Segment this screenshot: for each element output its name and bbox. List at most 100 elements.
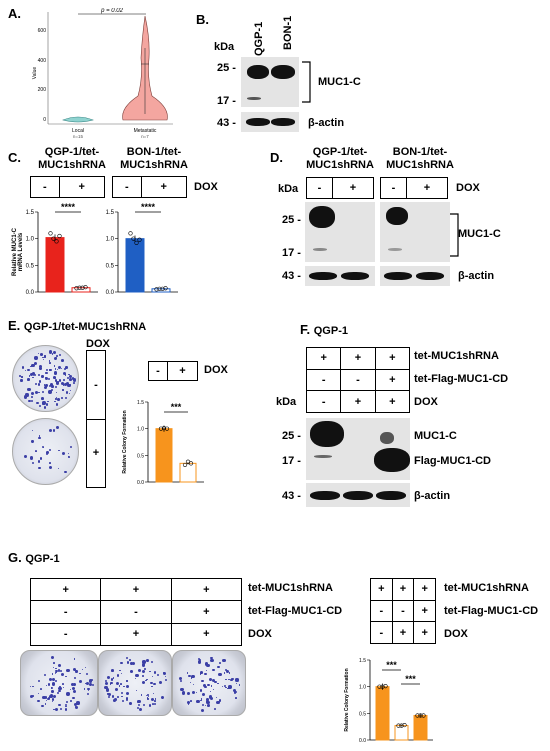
f-blot-muc1 <box>306 418 410 480</box>
data-point <box>54 239 59 244</box>
sig-label: *** <box>405 674 416 684</box>
bar <box>179 462 197 483</box>
marker-25: 25 - <box>217 62 236 74</box>
g-row-label-right: DOX <box>444 628 468 640</box>
d-marker-43: 43 - <box>282 270 301 282</box>
y-tick-label: 0.5 <box>26 263 35 269</box>
y-tick-label: 1.0 <box>26 237 35 243</box>
c-dox-table-1: -+ <box>30 176 106 198</box>
e-dish-dox-table: - + <box>86 350 106 488</box>
y-tick-label: 1.0 <box>137 427 144 433</box>
y-axis-label: Relative MUC1-C <box>12 227 18 276</box>
colony-dish <box>12 345 79 412</box>
f-title: QGP-1 <box>313 325 348 337</box>
f-band-label: MUC1-C <box>414 430 457 442</box>
d-dox-label: DOX <box>456 182 480 194</box>
panel-d-label: D. <box>270 150 283 165</box>
y-tick-label: 1.5 <box>137 400 144 406</box>
d-blot-actin-1 <box>305 266 375 286</box>
y-tick-label: 1.5 <box>26 210 35 216</box>
data-point <box>164 426 170 431</box>
data-point <box>83 285 88 290</box>
data-point <box>377 684 382 689</box>
d-blot-qgp1 <box>305 202 375 262</box>
y-tick-label: 0.0 <box>26 290 35 296</box>
data-point <box>380 684 385 689</box>
panel-f-label: F. QGP-1 <box>300 322 348 337</box>
g-row-label: tet-Flag-MUC1-CD <box>248 605 343 617</box>
y-axis-label: mRNA Levels <box>18 232 24 271</box>
sig-label: *** <box>171 402 182 412</box>
marker-17: 17 - <box>217 95 236 107</box>
bar <box>375 686 390 741</box>
data-point <box>418 713 423 718</box>
y-axis-label: Relative Colony Formation <box>122 410 128 473</box>
c-dox-table-2: -+ <box>112 176 188 198</box>
violin-group-n: n=7 <box>141 134 149 139</box>
muc1c-label: MUC1-C <box>318 76 361 88</box>
panel-a-label: A. <box>8 6 21 21</box>
f-marker-17: 17 - <box>282 455 301 467</box>
violin-pvalue: p = 0.02 <box>100 8 124 14</box>
data-point <box>421 713 426 718</box>
data-point <box>402 722 407 728</box>
e-dox-label: DOX <box>204 364 228 376</box>
g-condition-table-right: +++ --+ -++ <box>370 578 436 644</box>
y-tick-label: 0.0 <box>359 738 366 744</box>
y-tick-label: 1.5 <box>359 658 366 664</box>
violin-ytick: 0 <box>43 117 46 123</box>
d-marker-17: 17 - <box>282 247 301 259</box>
data-point <box>188 461 194 466</box>
y-tick-label: 1.0 <box>359 685 366 691</box>
data-point <box>415 713 420 718</box>
e-dox-header: DOX <box>86 338 110 350</box>
violin-group-name: Local <box>72 128 84 134</box>
e-title: QGP-1/tet-MUC1shRNA <box>23 321 147 333</box>
colony-dish <box>12 418 79 485</box>
data-point <box>74 286 79 291</box>
f-row-label: tet-Flag-MUC1-CD <box>414 373 509 385</box>
g-row-label-right: tet-Flag-MUC1-CD <box>444 605 539 617</box>
d-cellline-2: BON-1/tet-MUC1shRNA <box>386 146 454 171</box>
marker-43: 43 - <box>217 117 236 129</box>
d-marker-25: 25 - <box>282 214 301 226</box>
y-tick-label: 1.0 <box>106 237 115 243</box>
data-point <box>396 723 401 728</box>
data-point <box>182 462 188 468</box>
f-blot-actin <box>306 483 410 507</box>
colony-dish <box>98 650 172 716</box>
y-tick-label: 0.0 <box>106 290 115 296</box>
f-condition-table: +++ --+ -++ <box>305 347 411 413</box>
y-tick-label: 0.5 <box>137 453 144 459</box>
violin-ytick: 400 <box>38 58 47 64</box>
d-actin-label: β-actin <box>458 270 495 282</box>
y-tick-label: 1.5 <box>106 210 115 216</box>
data-point <box>154 287 159 292</box>
d-muc1c-label: MUC1-C <box>458 228 501 240</box>
lane-label: QGP-1 <box>253 21 265 56</box>
data-point <box>128 231 133 236</box>
bar <box>155 428 173 483</box>
violin-group-name: Metastatic <box>134 128 157 134</box>
data-point <box>399 723 404 728</box>
data-point <box>161 426 167 431</box>
data-point <box>137 237 142 242</box>
g-row-label: tet-MUC1shRNA <box>248 582 333 594</box>
sig-label: **** <box>61 202 76 212</box>
g-condition-table-left: +++ --+ -++ <box>29 577 243 647</box>
data-point <box>131 236 136 241</box>
d-blot-bon1 <box>380 202 450 262</box>
d-dox-table-2: -+ <box>380 177 449 199</box>
bar <box>394 725 409 741</box>
panel-c-label: C. <box>8 150 21 165</box>
actin-label: β-actin <box>308 117 345 129</box>
data-point <box>51 236 56 241</box>
c-cellline-2: BON-1/tet-MUC1shRNA <box>120 146 188 171</box>
violin-ytick: 200 <box>38 87 47 93</box>
lane-label: BON-1 <box>282 15 294 50</box>
data-point <box>57 233 62 239</box>
panel-g-label: G. QGP-1 <box>8 550 60 565</box>
panel-b-label: B. <box>196 12 209 27</box>
violin-ylabel: Value <box>32 67 38 80</box>
